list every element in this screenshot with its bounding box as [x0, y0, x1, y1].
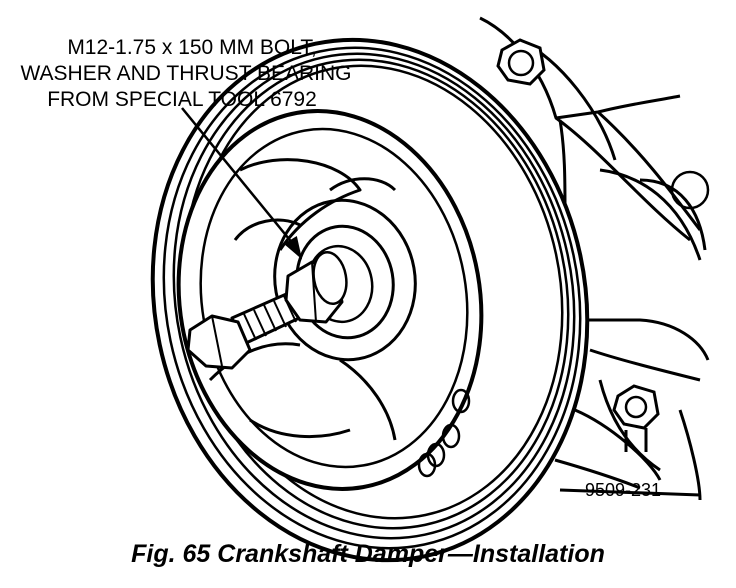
callout-line-1: M12-1.75 x 150 MM BOLT,	[67, 36, 316, 59]
callout-line-2: WASHER AND THRUST BEARING	[21, 62, 352, 85]
part-number: 9509-231	[585, 480, 661, 500]
upper-cover-bolt	[496, 38, 546, 86]
callout-leader	[181, 107, 303, 260]
callout-label: M12-1.75 x 150 MM BOLT, WASHER AND THRUS…	[21, 36, 352, 111]
lower-cover-bolt	[612, 384, 660, 452]
figure-caption: Fig. 65 Crankshaft Damper—Installation	[131, 540, 605, 568]
callout-line-3: FROM SPECIAL TOOL 6792	[47, 88, 317, 111]
special-tool-bolt	[186, 250, 348, 370]
